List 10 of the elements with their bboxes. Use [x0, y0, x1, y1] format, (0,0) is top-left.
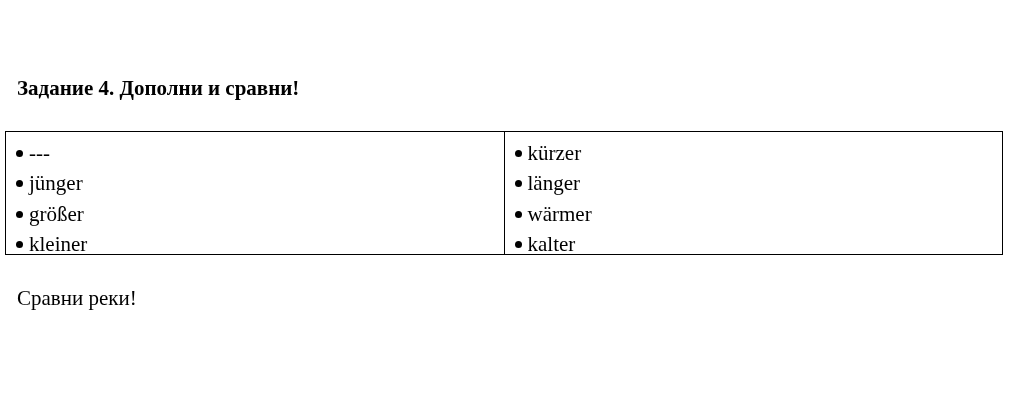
instruction-text: Сравни реки!: [17, 286, 137, 311]
cell-word: kürzer: [527, 140, 582, 166]
task-heading: Задание 4. Дополни и сравни!: [17, 76, 300, 101]
cell-word: jünger: [29, 171, 83, 197]
cell-word: kalter: [527, 232, 576, 258]
cell-word: größer: [29, 201, 84, 227]
cell-word: kleiner: [29, 232, 88, 258]
cell-word: ---: [29, 140, 50, 166]
cell-word: länger: [527, 171, 580, 197]
cell-word: wärmer: [527, 201, 592, 227]
